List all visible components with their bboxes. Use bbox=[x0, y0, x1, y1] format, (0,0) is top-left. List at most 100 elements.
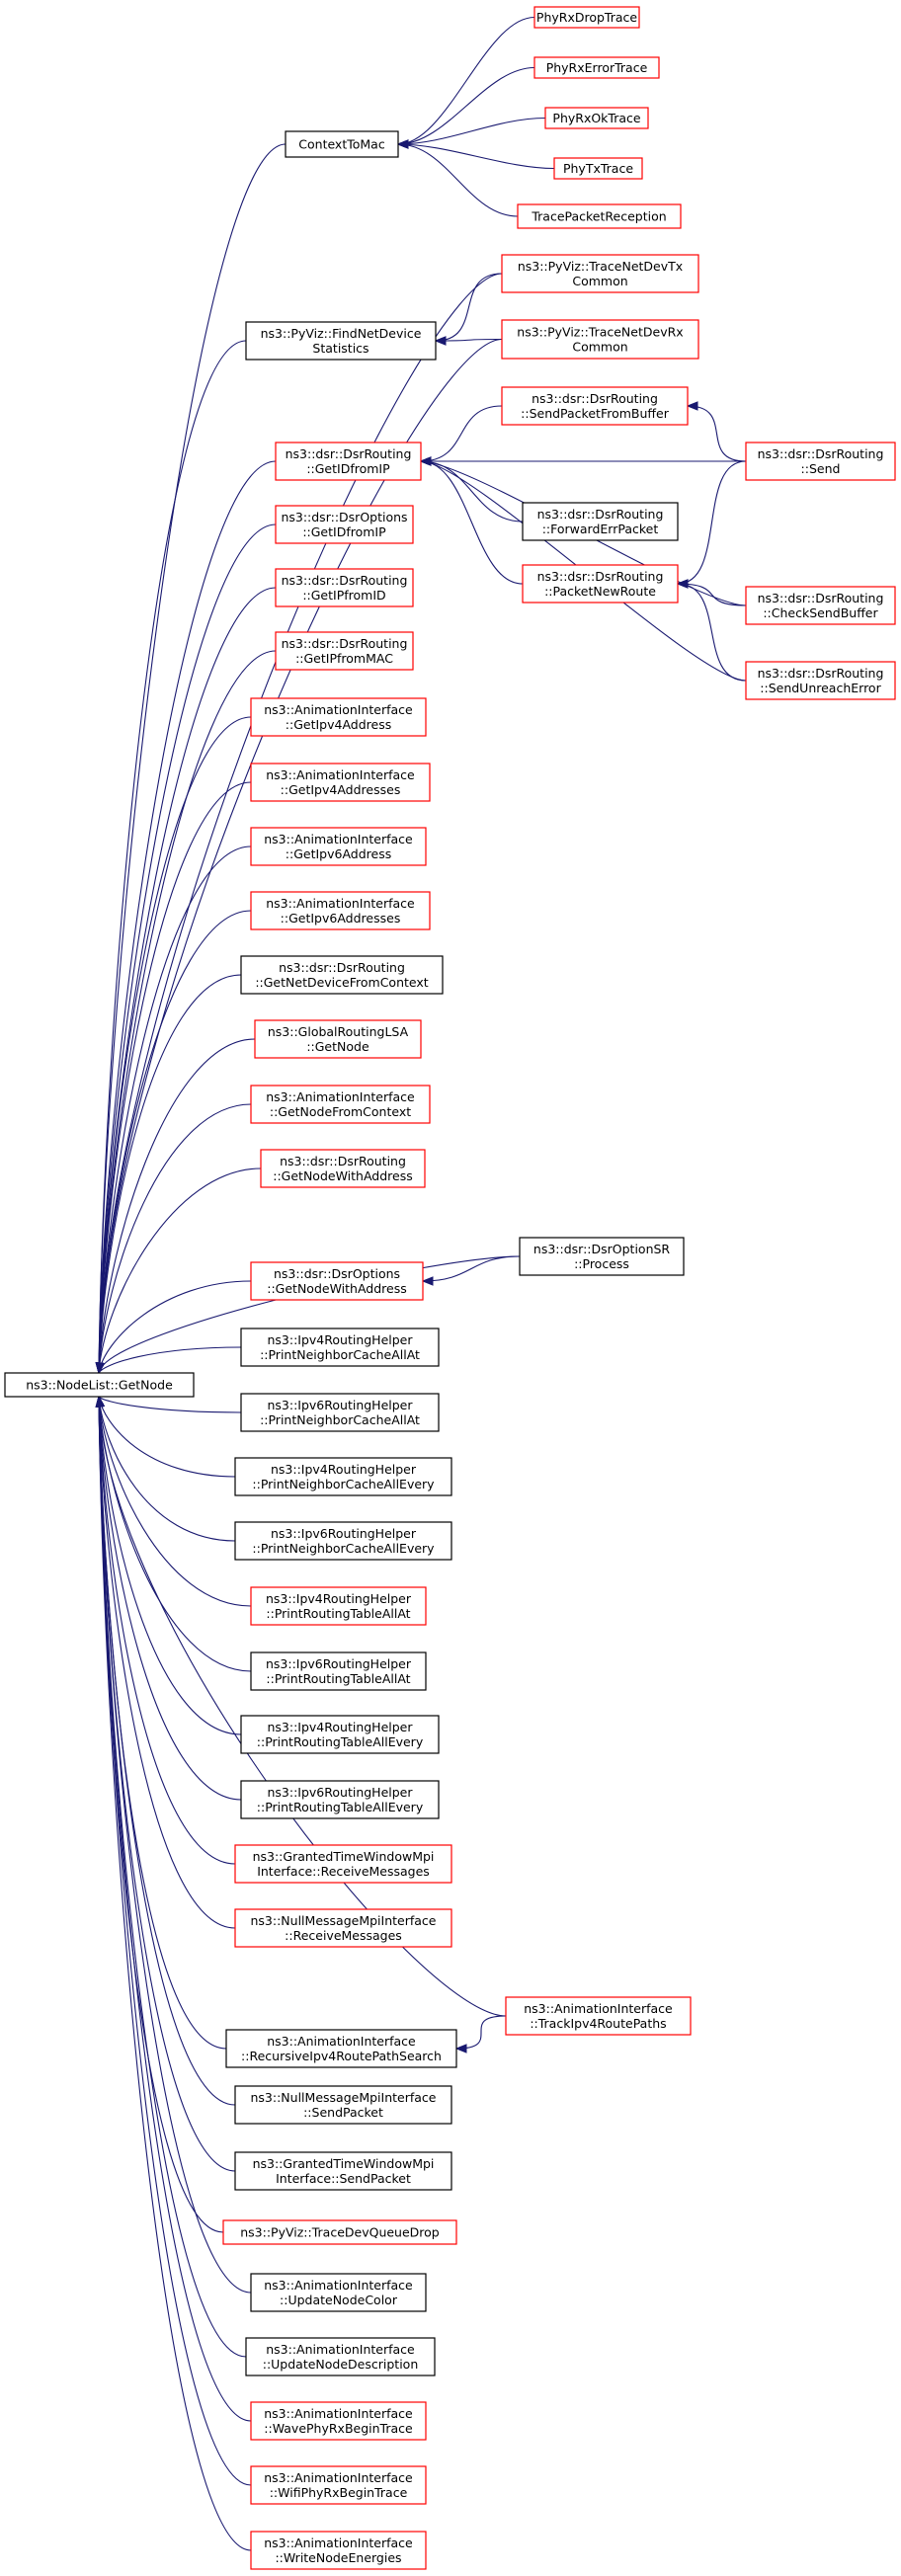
graph-node-ipv4RtAllAt[interactable]: ns3::Ipv4RoutingHelper::PrintRoutingTabl… bbox=[250, 1586, 427, 1626]
graph-node-sendUnreachErr[interactable]: ns3::dsr::DsrRouting::SendUnreachError bbox=[745, 661, 896, 700]
graph-node-checkSendBuf[interactable]: ns3::dsr::DsrRouting::CheckSendBuffer bbox=[745, 586, 896, 625]
graph-node-optGetIDfromIP[interactable]: ns3::dsr::DsrOptions::GetIDfromIP bbox=[275, 505, 414, 544]
node-label: ::SendPacket bbox=[303, 2105, 383, 2120]
node-box bbox=[254, 1019, 422, 1059]
node-label: ::PrintRoutingTableAllAt bbox=[266, 1671, 410, 1686]
graph-node-root[interactable]: ns3::NodeList::GetNode bbox=[4, 1372, 195, 1398]
graph-node-phyRxDrop[interactable]: PhyRxDropTrace bbox=[533, 6, 640, 29]
node-label: ns3::dsr::DsrRouting bbox=[758, 446, 884, 461]
edge-line bbox=[98, 781, 252, 1374]
edge-phyTx-to-contextToMac bbox=[396, 139, 555, 170]
graph-node-ipv4NbrAllEvery[interactable]: ns3::Ipv4RoutingHelper::PrintNeighborCac… bbox=[234, 1457, 452, 1496]
nodes-layer: ns3::NodeList::GetNode ContextToMac PhyRxD… bbox=[4, 6, 896, 2570]
node-label: ::RecursiveIpv4RoutePathSearch bbox=[241, 2049, 442, 2063]
node-box bbox=[544, 107, 649, 129]
node-label: Common bbox=[572, 274, 627, 288]
graph-node-ipv6NbrAllAt[interactable]: ns3::Ipv6RoutingHelper::PrintNeighborCac… bbox=[240, 1393, 440, 1432]
node-label: ::CheckSendBuffer bbox=[763, 605, 878, 620]
edge-line bbox=[98, 1396, 236, 1542]
graph-node-ipv6NbrAllEvery[interactable]: ns3::Ipv6RoutingHelper::PrintNeighborCac… bbox=[234, 1521, 452, 1561]
edge-line bbox=[98, 1103, 252, 1374]
graph-node-getIPfromID[interactable]: ns3::dsr::DsrRouting::GetIPfromID bbox=[275, 568, 414, 607]
edge-line bbox=[420, 460, 524, 585]
node-box bbox=[501, 386, 689, 426]
node-label: ::WriteNodeEnergies bbox=[275, 2550, 401, 2565]
graph-node-updateNodeDesc[interactable]: ns3::AnimationInterface::UpdateNodeDescr… bbox=[245, 2337, 436, 2376]
graph-node-globalLsaGetNode[interactable]: ns3::GlobalRoutingLSA::GetNode bbox=[254, 1019, 422, 1059]
graph-node-recursiveIpv4[interactable]: ns3::AnimationInterface::RecursiveIpv4Ro… bbox=[225, 2029, 457, 2068]
graph-node-nullSendPkt[interactable]: ns3::NullMessageMpiInterface::SendPacket bbox=[234, 2085, 452, 2125]
node-box bbox=[250, 1085, 431, 1124]
graph-node-writeNodeEnergies[interactable]: ns3::AnimationInterface::WriteNodeEnergi… bbox=[250, 2531, 427, 2570]
graph-node-getIPfromMAC[interactable]: ns3::dsr::DsrRouting::GetIPfromMAC bbox=[275, 631, 414, 671]
node-label: ::GetIpv6Addresses bbox=[281, 911, 401, 926]
graph-node-ipv6RtAllEvery[interactable]: ns3::Ipv6RoutingHelper::PrintRoutingTabl… bbox=[240, 1780, 440, 1819]
graph-node-trackIpv4Route[interactable]: ns3::AnimationInterface::TrackIpv4RouteP… bbox=[505, 1996, 692, 2036]
node-label: ns3::dsr::DsrOptionSR bbox=[533, 1242, 671, 1256]
graph-node-pktNewRoute[interactable]: ns3::dsr::DsrRouting::PacketNewRoute bbox=[522, 564, 679, 604]
node-label: ns3::AnimationInterface bbox=[524, 2001, 673, 2016]
graph-node-contextToMac[interactable]: ContextToMac bbox=[285, 130, 399, 158]
edge-line bbox=[98, 340, 247, 1374]
edge-line bbox=[98, 1396, 236, 1865]
node-label: ns3::Ipv4RoutingHelper bbox=[271, 1462, 417, 1477]
graph-node-getIpv6Addresses[interactable]: ns3::AnimationInterface::GetIpv6Addresse… bbox=[250, 891, 431, 930]
graph-node-phyRxOk[interactable]: PhyRxOkTrace bbox=[544, 107, 649, 129]
graph-node-traceDevQueueDrop[interactable]: ns3::PyViz::TraceDevQueueDrop bbox=[222, 2219, 457, 2245]
node-box bbox=[522, 502, 679, 541]
graph-node-getIpv4Addresses[interactable]: ns3::AnimationInterface::GetIpv4Addresse… bbox=[250, 763, 431, 802]
graph-node-ipv4NbrAllAt[interactable]: ns3::Ipv4RoutingHelper::PrintNeighborCac… bbox=[240, 1328, 440, 1367]
graph-node-ipv6RtAllAt[interactable]: ns3::Ipv6RoutingHelper::PrintRoutingTabl… bbox=[250, 1651, 427, 1691]
node-label: ::GetNetDeviceFromContext bbox=[255, 975, 428, 990]
graph-node-dsrSend[interactable]: ns3::dsr::DsrRouting::Send bbox=[745, 442, 896, 481]
graph-node-phyTx[interactable]: PhyTxTrace bbox=[553, 157, 643, 180]
graph-node-dsrGetIDfromIP[interactable]: ns3::dsr::DsrRouting::GetIDfromIP bbox=[275, 442, 422, 481]
node-label: PhyRxOkTrace bbox=[552, 111, 640, 125]
node-box bbox=[250, 2531, 427, 2570]
graph-node-ipv4RtAllEvery[interactable]: ns3::Ipv4RoutingHelper::PrintRoutingTabl… bbox=[240, 1715, 440, 1754]
node-box bbox=[519, 1237, 685, 1276]
edge-line bbox=[98, 1396, 252, 2294]
graph-node-routingGetNodeWithAddr[interactable]: ns3::dsr::DsrRouting::GetNodeWithAddress bbox=[260, 1149, 426, 1188]
arrowhead bbox=[95, 1361, 106, 1375]
edge-line bbox=[98, 460, 277, 1374]
edge-line bbox=[98, 1396, 242, 1735]
graph-node-phyRxError[interactable]: PhyRxErrorTrace bbox=[533, 56, 660, 79]
graph-node-getIpv4Address[interactable]: ns3::AnimationInterface::GetIpv4Address bbox=[250, 697, 427, 737]
node-box bbox=[234, 1844, 452, 1884]
node-label: Interface::SendPacket bbox=[276, 2171, 411, 2186]
edge-optGetIDfromIP-to-root bbox=[95, 523, 277, 1375]
graph-node-forwardErrPkt[interactable]: ns3::dsr::DsrRouting::ForwardErrPacket bbox=[522, 502, 679, 541]
node-label: ::PrintRoutingTableAllEvery bbox=[257, 1800, 424, 1814]
node-label: ns3::dsr::DsrRouting bbox=[279, 960, 405, 975]
edge-line bbox=[397, 117, 546, 145]
edge-wifiRxBegin-to-root bbox=[95, 1395, 252, 2486]
graph-node-tracePktRx[interactable]: TracePacketReception bbox=[517, 203, 682, 229]
graph-node-waveRxBegin[interactable]: ns3::AnimationInterface::WavePhyRxBeginT… bbox=[250, 2401, 427, 2441]
edge-waveRxBegin-to-root bbox=[95, 1395, 252, 2422]
graph-node-optGetNodeWithAddr[interactable]: ns3::dsr::DsrOptions::GetNodeWithAddress bbox=[250, 1261, 424, 1301]
node-label: ::PrintRoutingTableAllAt bbox=[266, 1606, 410, 1621]
node-box bbox=[240, 1393, 440, 1432]
node-box bbox=[275, 442, 422, 481]
graph-node-gtwRecvMsgs[interactable]: ns3::GrantedTimeWindowMpiInterface::Rece… bbox=[234, 1844, 452, 1884]
graph-node-sendPktFromBuf[interactable]: ns3::dsr::DsrRouting::SendPacketFromBuff… bbox=[501, 386, 689, 426]
edge-line bbox=[677, 583, 747, 682]
graph-node-getNetDevFromCtx[interactable]: ns3::dsr::DsrRouting::GetNetDeviceFromCo… bbox=[240, 955, 444, 995]
graph-node-optionSRProcess[interactable]: ns3::dsr::DsrOptionSR::Process bbox=[519, 1237, 685, 1276]
graph-node-getNodeFromCtx[interactable]: ns3::AnimationInterface::GetNodeFromCont… bbox=[250, 1085, 431, 1124]
graph-node-updateNodeColor[interactable]: ns3::AnimationInterface::UpdateNodeColor bbox=[250, 2273, 427, 2312]
node-label: ::PrintNeighborCacheAllAt bbox=[260, 1347, 420, 1362]
node-label: ns3::NullMessageMpiInterface bbox=[251, 2090, 437, 2105]
graph-node-getIpv6Address[interactable]: ns3::AnimationInterface::GetIpv6Address bbox=[250, 827, 427, 866]
node-label: Interface::ReceiveMessages bbox=[257, 1864, 430, 1879]
arrowhead bbox=[396, 139, 409, 149]
node-label: ::GetIpv4Address bbox=[286, 717, 391, 732]
graph-node-wifiRxBegin[interactable]: ns3::AnimationInterface::WifiPhyRxBeginT… bbox=[250, 2465, 427, 2505]
graph-node-gtwSendPkt[interactable]: ns3::GrantedTimeWindowMpiInterface::Send… bbox=[234, 2151, 452, 2191]
graph-node-nullRecvMsgs[interactable]: ns3::NullMessageMpiInterface::ReceiveMes… bbox=[234, 1908, 452, 1948]
node-box bbox=[250, 2465, 427, 2505]
